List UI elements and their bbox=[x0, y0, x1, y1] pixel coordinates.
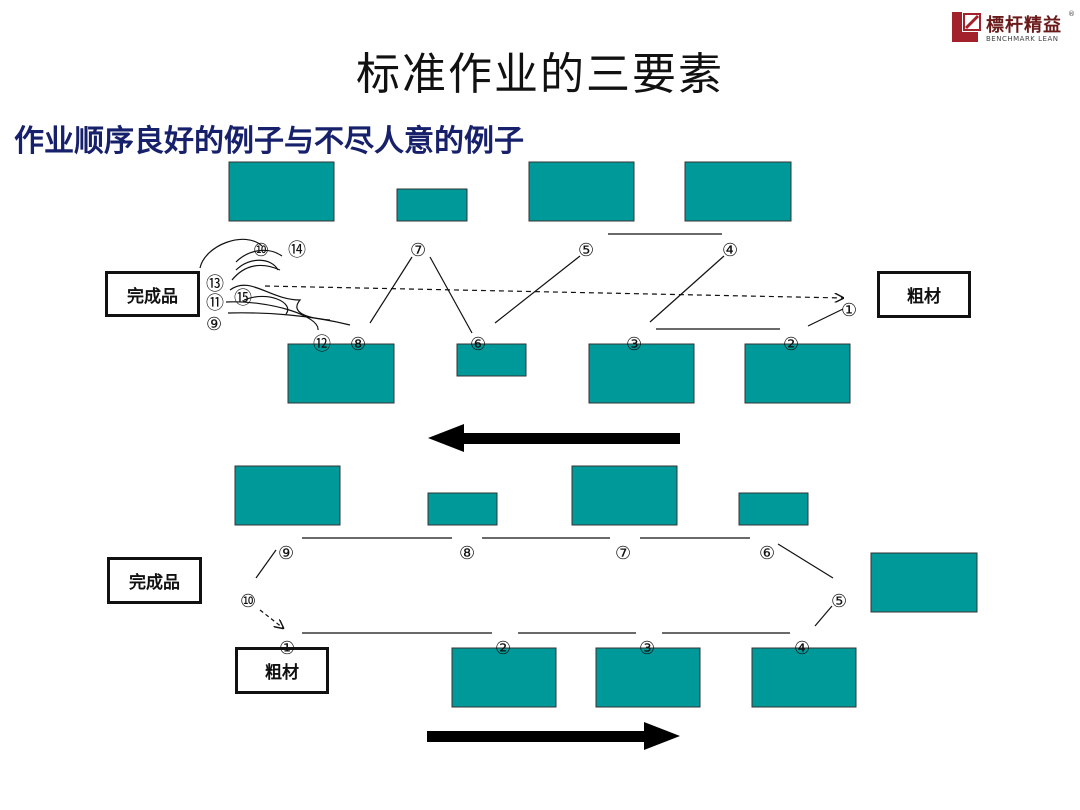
bad-machine-5 bbox=[287, 343, 395, 404]
bad-input-box: 粗材 bbox=[877, 271, 971, 318]
good-flow-arrow bbox=[427, 722, 680, 750]
page-subtitle: 作业顺序良好的例子与不尽人意的例子 bbox=[14, 124, 524, 159]
bad-return-dashed bbox=[264, 285, 843, 298]
registered-mark: ® bbox=[1068, 10, 1075, 18]
good-machine-5 bbox=[870, 552, 978, 613]
good-step-1: ① bbox=[279, 638, 295, 659]
good-step-10: ⑩ bbox=[240, 591, 256, 612]
good-return-dashed bbox=[259, 609, 283, 628]
bad-step-15: ⑮ bbox=[234, 288, 252, 309]
bad-machine-3 bbox=[528, 161, 635, 222]
bad-step-3: ③ bbox=[626, 334, 642, 355]
brand-logo-icon bbox=[952, 12, 981, 42]
brand-name-cn: 標杆精益 bbox=[986, 15, 1062, 36]
bad-step-7: ⑦ bbox=[410, 240, 426, 261]
bad-step-4: ④ bbox=[722, 240, 738, 261]
bad-step-2: ② bbox=[783, 334, 799, 355]
bad-step-12: ⑫ bbox=[313, 334, 331, 355]
bad-flow-arrow bbox=[428, 424, 680, 452]
bad-machine-2 bbox=[396, 188, 468, 222]
bad-step-9: ⑨ bbox=[206, 314, 222, 335]
bad-step-10: ⑩ bbox=[253, 240, 269, 261]
bad-machine-7 bbox=[588, 343, 695, 404]
bad-step-5: ⑤ bbox=[578, 240, 594, 261]
good-machine-7 bbox=[595, 647, 701, 708]
bad-machine-1 bbox=[228, 161, 335, 222]
good-step-3: ③ bbox=[639, 638, 655, 659]
bad-step-labels: ① ② ③ ④ ⑤ ⑥ ⑦ ⑧ ⑨ ⑩ ⑪ ⑫ ⑬ ⑭ ⑮ bbox=[206, 240, 857, 355]
good-machine-8 bbox=[751, 647, 857, 708]
bad-step-6: ⑥ bbox=[470, 334, 486, 355]
good-output-box: 完成品 bbox=[107, 557, 202, 604]
bad-step-8: ⑧ bbox=[350, 334, 366, 355]
brand-name-en: BENCHMARK LEAN bbox=[986, 35, 1059, 43]
good-step-7: ⑦ bbox=[615, 543, 631, 564]
brand-logo: 標杆精益 BENCHMARK LEAN ® bbox=[950, 10, 1075, 48]
bad-step-13: ⑬ bbox=[206, 274, 224, 295]
bad-step-14: ⑭ bbox=[288, 240, 306, 261]
good-machine-3 bbox=[571, 465, 678, 526]
bad-step-11: ⑪ bbox=[206, 293, 224, 314]
bad-walk-path bbox=[199, 233, 844, 334]
good-step-4: ④ bbox=[794, 638, 810, 659]
good-step-6: ⑥ bbox=[759, 543, 775, 564]
bad-machine-6 bbox=[456, 343, 527, 377]
good-input-box: 粗材 bbox=[235, 647, 329, 694]
bad-step-1: ① bbox=[841, 300, 857, 321]
good-step-8: ⑧ bbox=[459, 543, 475, 564]
bad-machine-4 bbox=[684, 161, 792, 222]
good-step-2: ② bbox=[495, 638, 511, 659]
good-step-9: ⑨ bbox=[278, 543, 294, 564]
good-machine-2 bbox=[427, 492, 498, 526]
page-title: 标准作业的三要素 bbox=[356, 49, 724, 100]
good-machine-6 bbox=[451, 647, 557, 708]
bad-machine-8 bbox=[744, 343, 851, 404]
good-walk-path bbox=[255, 537, 834, 634]
bad-output-box: 完成品 bbox=[105, 271, 200, 317]
good-machine-1 bbox=[234, 465, 341, 526]
good-machine-4 bbox=[738, 492, 809, 526]
good-step-labels: ① ② ③ ④ ⑤ ⑥ ⑦ ⑧ ⑨ ⑩ bbox=[240, 543, 847, 659]
good-step-5: ⑤ bbox=[831, 591, 847, 612]
